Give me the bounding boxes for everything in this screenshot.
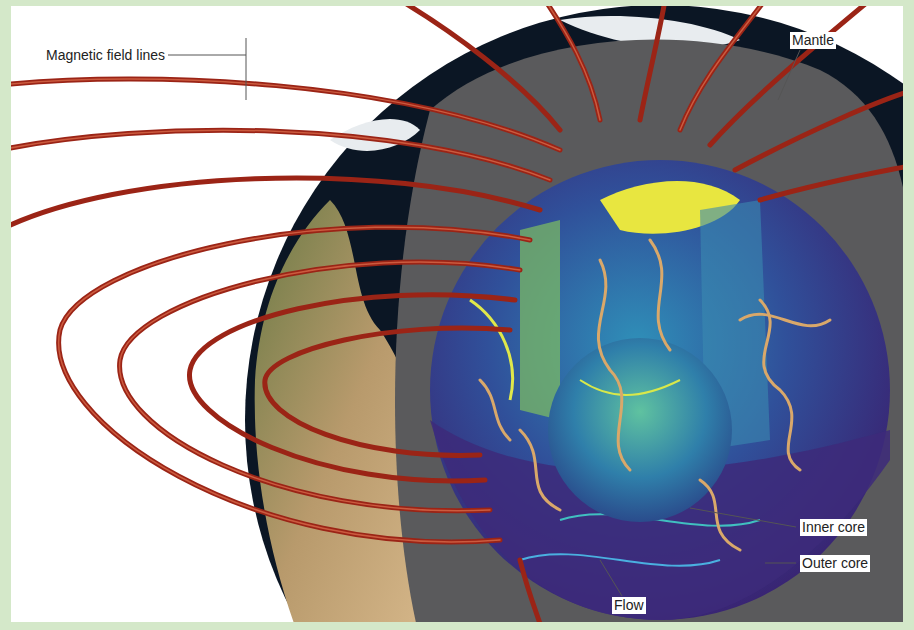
part-label: Outer core — [800, 555, 870, 572]
part-label: Inner core — [800, 519, 867, 536]
part-label: Magnetic field lines — [44, 47, 167, 64]
part-label: Flow — [612, 597, 646, 614]
part-label: Mantle — [790, 32, 836, 49]
